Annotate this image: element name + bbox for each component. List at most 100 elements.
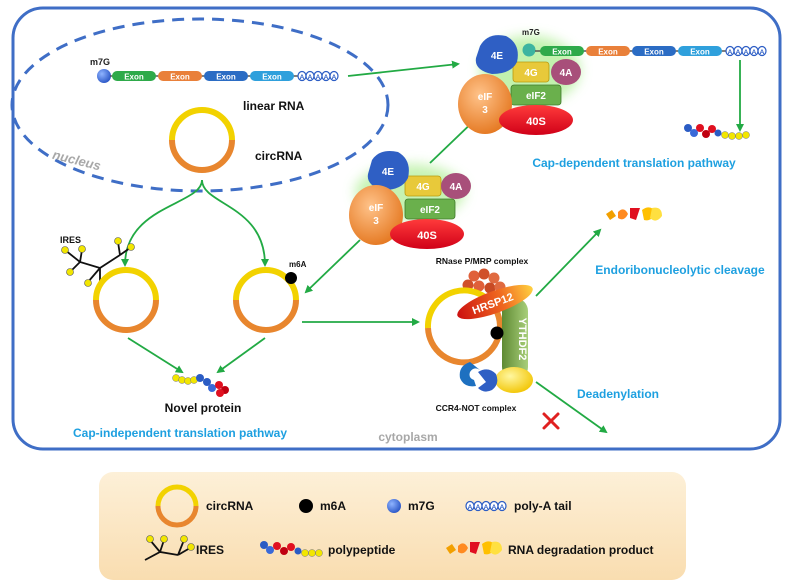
linear-exon-4-label: Exon [262, 73, 282, 82]
eif4g-label-top: 4G [524, 68, 538, 79]
m7g-cap-top [522, 43, 536, 57]
ccr4-not-label: CCR4-NOT complex [436, 403, 517, 413]
top-exon-1-label: Exon [552, 48, 572, 57]
legend-ires-beads [146, 535, 195, 551]
eif3-middle [349, 185, 403, 245]
m7g-label-top: m7G [522, 28, 540, 37]
legend-m7g-symbol [387, 499, 401, 513]
top-exon-2-label: Exon [598, 48, 618, 57]
eif4a-label-middle: 4A [450, 182, 463, 193]
cap-dependent-polypeptide [684, 124, 750, 140]
legend-polya-symbol: A A A A A [465, 500, 507, 512]
linear-exon-2 [158, 71, 202, 81]
top-exon-1 [540, 46, 584, 56]
linear-exon-1 [112, 71, 156, 81]
top-exon-3-label: Exon [644, 48, 664, 57]
ribosome-40s-label-middle: 40S [417, 230, 437, 242]
nucleus-boundary [10, 17, 390, 193]
arrow-complex-to-m6a-circrna [304, 239, 361, 294]
eif4g-block-top [512, 61, 550, 83]
polya-letter: A [300, 74, 305, 81]
m6a-mark [285, 272, 297, 284]
m7g-label-linear: m7G [90, 57, 110, 67]
eif4e-top [475, 35, 518, 74]
circrna-m6a [233, 267, 299, 333]
linear-rna-label: linear RNA [243, 99, 305, 113]
ccr4-not-yellow [495, 367, 533, 393]
top-exon-3 [632, 46, 676, 56]
degradation-product-top [606, 207, 662, 221]
ythdf2-label: YTHDF2 [516, 318, 528, 361]
legend-m6a-label: m6A [320, 499, 346, 513]
legend-polya-letter: A [468, 504, 473, 511]
arrow-m6a-to-protein [216, 337, 266, 374]
arrow-to-deadenylation [535, 381, 608, 434]
circrna-yellow-arc [169, 107, 235, 141]
eif3-label-line1-middle: eIF [369, 203, 383, 214]
polya-letter: A [324, 74, 329, 81]
cap-independent-pathway-label: Cap-independent translation pathway [73, 426, 287, 440]
m6a-mark-degradation [490, 326, 504, 340]
novel-protein-label: Novel protein [165, 401, 242, 415]
m7g-cap-linear [97, 69, 111, 83]
top-polya-letter: A [736, 49, 741, 56]
linear-exon-2-label: Exon [170, 73, 190, 82]
ires-label: IRES [60, 235, 81, 245]
top-exon-4 [678, 46, 722, 56]
top-exon-2 [586, 46, 630, 56]
legend-box [99, 472, 686, 580]
ribosome-40s-top [499, 105, 573, 135]
circrna-ires [93, 267, 159, 333]
arrow-linear-rna-to-top [347, 60, 460, 77]
polya-letter: A [308, 74, 313, 81]
eif4e-middle [367, 151, 409, 190]
legend-polypeptide-label: polypeptide [328, 543, 396, 557]
endoribonucleolytic-cleavage-label: Endoribonucleolytic cleavage [595, 263, 765, 277]
top-polya-letter: A [728, 49, 733, 56]
legend-polya-letter: A [500, 504, 505, 511]
top-polya-letter: A [752, 49, 757, 56]
ccr4-not-complex [459, 362, 498, 392]
eif4e-label-top: 4E [491, 51, 504, 62]
eif2-block-middle [404, 198, 456, 220]
eif3-label-line1-top: eIF [478, 92, 492, 103]
eif4a-top [551, 59, 581, 85]
top-initiation-complex: m7G Exon Exon Exon Exon A A A A A 4G 4A … [458, 28, 767, 135]
eif2-label-middle: eIF2 [420, 205, 440, 216]
eif3-label-line2-middle: 3 [373, 216, 379, 227]
ribosome-40s-middle [390, 219, 464, 249]
polya-bead [329, 70, 339, 82]
cap-dependent-pathway-label: Cap-dependent translation pathway [532, 156, 736, 170]
ires-beads [61, 237, 135, 287]
polya-letter: A [332, 74, 337, 81]
legend-circrna-label: circRNA [206, 499, 254, 513]
linear-exon-3-label: Exon [216, 73, 236, 82]
middle-initiation-complex: 4G 4A 4E eIF2 eIF 3 40S [349, 151, 471, 249]
arrow-to-m6a-circrna [201, 179, 269, 267]
inhibit-cross [542, 412, 560, 430]
ythdf2-protein: YTHDF2 [502, 298, 528, 380]
linear-rna-exons: Exon Exon Exon Exon [112, 71, 294, 82]
legend-polya-letter: A [484, 504, 489, 511]
deadenylation-label: Deadenylation [577, 387, 659, 401]
top-polya-letter: A [744, 49, 749, 56]
circrna-nucleus [169, 107, 235, 173]
arrow-to-cleavage [535, 228, 602, 297]
eif4a-label-top: 4A [560, 68, 573, 79]
eif4e-label-middle: 4E [382, 167, 395, 178]
top-polya-letter: A [760, 49, 765, 56]
legend-m7g-label: m7G [408, 499, 435, 513]
novel-protein-polypeptide [172, 374, 229, 397]
cytoplasm-label: cytoplasm [378, 430, 437, 444]
ribosome-40s-label-top: 40S [526, 116, 546, 128]
circrna-label: circRNA [255, 149, 303, 163]
top-exon-4-label: Exon [690, 48, 710, 57]
circrna-orange-arc [169, 139, 235, 173]
legend-polya-letter: A [492, 504, 497, 511]
m6a-label: m6A [289, 260, 307, 269]
legend-polypeptide-symbol [260, 541, 323, 557]
linear-polya-tail: A A A A A [297, 70, 339, 82]
eif3-top [458, 74, 512, 134]
